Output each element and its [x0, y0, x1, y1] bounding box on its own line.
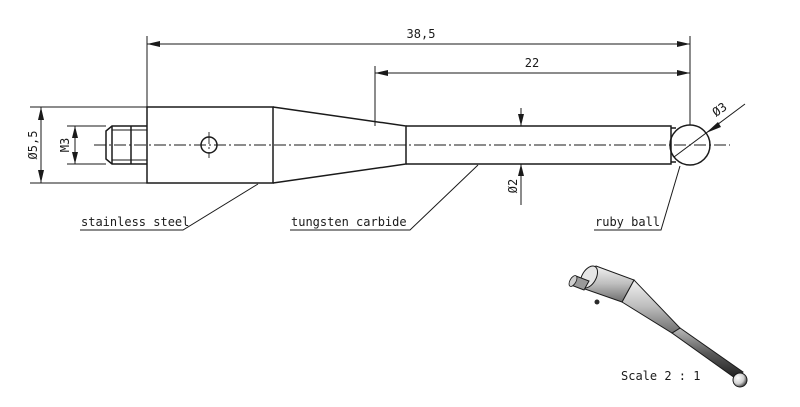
dimension-body-diameter: Ø5,5 — [26, 106, 147, 184]
overall-length-value: 38,5 — [407, 27, 436, 41]
dimension-thread: M3 — [58, 125, 106, 165]
stylus-elevation-view — [94, 106, 730, 184]
iso-thread-end — [568, 275, 578, 287]
ruby-ball-text: ruby ball — [595, 215, 660, 229]
iso-ruby-ball — [732, 372, 748, 388]
taper-cone — [272, 106, 407, 184]
carbide-stem — [406, 125, 672, 165]
thread-value: M3 — [58, 138, 72, 152]
stainless-steel-text: stainless steel — [81, 215, 189, 229]
dimension-tip-length: 22 — [374, 56, 690, 126]
dimension-ball-diameter: Ø3 — [673, 100, 746, 158]
stem-diameter-value: Ø2 — [506, 179, 520, 193]
label-ruby-ball: ruby ball — [594, 165, 681, 231]
tungsten-carbide-text: tungsten carbide — [291, 215, 407, 229]
dimension-overall-length: 38,5 — [146, 27, 691, 125]
iso-cross-hole — [594, 299, 600, 305]
label-tungsten-carbide: tungsten carbide — [290, 164, 479, 231]
iso-taper — [621, 279, 681, 334]
ball-diameter-value: Ø3 — [710, 100, 730, 120]
stylus-isometric-view — [568, 265, 748, 388]
body-diameter-value: Ø5,5 — [26, 131, 40, 160]
scale-note: Scale 2 : 1 — [621, 369, 700, 383]
label-stainless-steel: stainless steel — [80, 183, 259, 231]
dimension-stem-diameter: Ø2 — [506, 108, 524, 205]
thread-shank — [105, 125, 147, 165]
body-cylinder — [146, 106, 274, 184]
tip-length-value: 22 — [525, 56, 539, 70]
